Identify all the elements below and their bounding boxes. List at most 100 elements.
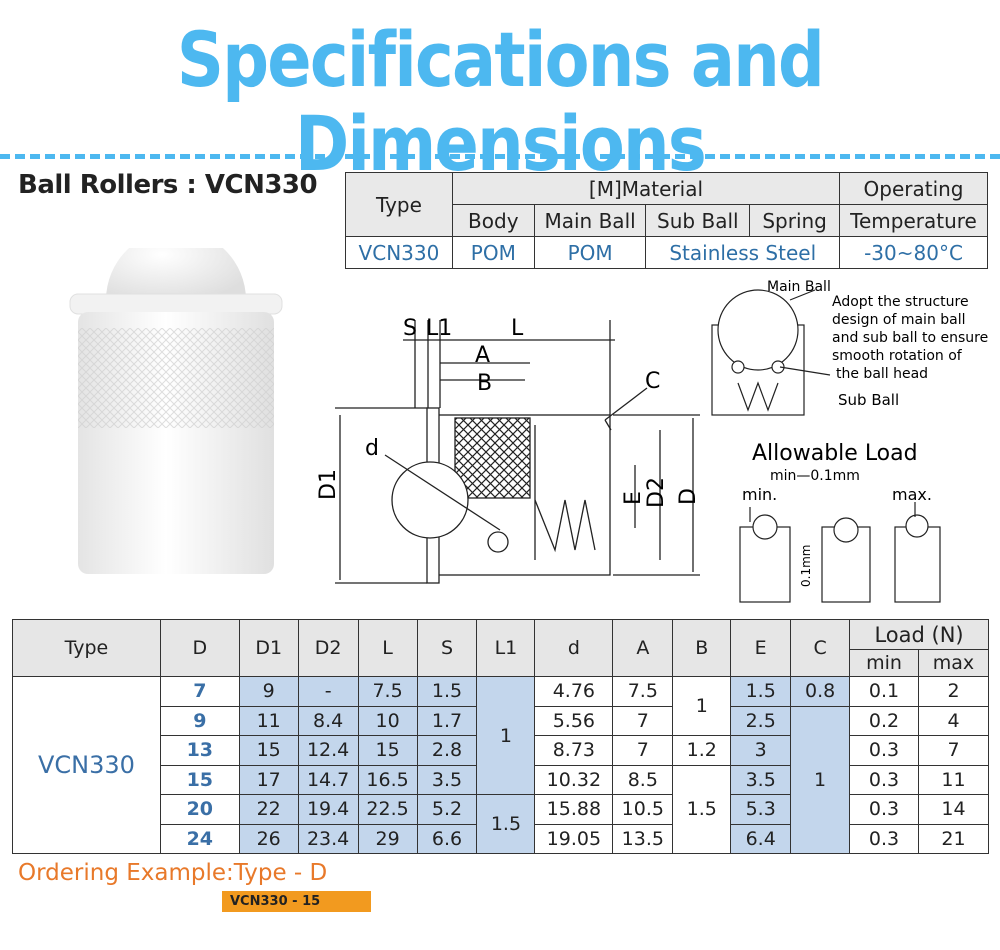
dim-l-header: L: [357, 619, 418, 677]
dim-cell-d: 15: [159, 764, 240, 795]
photo-ball: [106, 248, 246, 300]
dim-cell-d2: 19.4: [297, 794, 359, 825]
spec-main-ball-header: Main Ball: [533, 204, 647, 237]
dim-cell-s: 1.7: [416, 705, 478, 736]
dim-cell-max: 2: [917, 676, 990, 707]
dashed-divider: [0, 154, 1000, 159]
dim-cell-s: 1.5: [416, 676, 478, 707]
label-d-small: d: [365, 436, 379, 461]
dim-cell-max: 14: [917, 794, 990, 825]
dim-cell-d-small: 5.56: [534, 705, 614, 736]
dim-cell-a: 10.5: [612, 794, 674, 825]
dim-cell-d: 20: [159, 794, 240, 825]
dim-cell-min: 0.3: [849, 823, 919, 854]
dim-cell-d1: 9: [238, 676, 299, 707]
dim-cell-e: 6.4: [730, 823, 792, 854]
dim-c-header: C: [790, 619, 851, 677]
dim-type-value: VCN330: [12, 676, 161, 854]
dim-cell-min: 0.1: [849, 676, 919, 707]
dim-b-header: B: [672, 619, 732, 677]
dim-cell-d1: 26: [238, 823, 299, 854]
label-l1: L1: [426, 316, 452, 341]
structure-note-4: smooth rotation of: [832, 348, 963, 364]
dim-cell-min: 0.3: [849, 794, 919, 825]
dim-load-header: Load (N): [849, 619, 989, 650]
dim-cell-d: 24: [159, 823, 240, 854]
dim-d2-header: D2: [297, 619, 359, 677]
label-d2: D2: [644, 477, 669, 508]
dim-cell-l: 7.5: [357, 676, 418, 707]
dim-cell-d-small: 19.05: [534, 823, 614, 854]
page-title: Specifications and Dimensions: [176, 15, 825, 188]
product-heading: Ball Rollers : VCN330: [18, 170, 318, 200]
dim-cell-d2: -: [297, 676, 359, 707]
cross-section-drawing: S L1 L A B C d D1 E D2 D: [316, 316, 700, 584]
spec-temp-header-2: Temperature: [839, 204, 988, 237]
dim-cell-d-small: 8.73: [534, 735, 614, 766]
dim-cell-d: 7: [159, 676, 240, 707]
dim-cell-a: 7: [612, 735, 674, 766]
dim-cell-s: 3.5: [416, 764, 478, 795]
dim-cell-b-merged: 1: [672, 676, 732, 736]
label-l: L: [511, 316, 524, 341]
spec-main-ball-value: POM: [533, 236, 647, 269]
dim-cell-max: 7: [917, 735, 990, 766]
dim-cell-s: 5.2: [416, 794, 478, 825]
dim-cell-max: 21: [917, 823, 990, 854]
dim-cell-l1-merged-2: 1.5: [476, 794, 536, 854]
dim-cell-d: 9: [159, 705, 240, 736]
spec-temp-header-1: Operating: [839, 172, 988, 205]
dim-cell-a: 8.5: [612, 764, 674, 795]
spec-temp-value: -30~80°C: [839, 236, 988, 269]
dim-cell-e: 1.5: [730, 676, 792, 707]
dim-cell-e: 5.3: [730, 794, 792, 825]
dim-cell-d2: 23.4: [297, 823, 359, 854]
structure-note-2: design of main ball: [832, 312, 966, 328]
table-row: VCN330 7 9 - 7.5 1.5 1 4.76 7.5 1 1.5 0.…: [12, 676, 990, 854]
dim-cell-c: 0.8: [790, 676, 851, 707]
table-row: 15 17 14.7 16.5 3.5 10.32 8.5 1.5 3.5 0.…: [13, 764, 990, 854]
ordering-example: Ordering Example:Type - D: [18, 860, 327, 886]
dim-cell-e: 3.5: [730, 764, 792, 795]
dim-cell-d1: 17: [238, 764, 299, 795]
table-row: 9 11 8.4 10 1.7 5.56 7 2.5 1 0.2 4: [13, 705, 990, 854]
dim-cell-e: 3: [730, 735, 792, 766]
dim-cell-l: 15: [357, 735, 418, 766]
table-row: 24 26 23.4 29 6.6 19.05 13.5 6.4 0.3 21: [13, 823, 990, 854]
photo-knurl: [78, 328, 274, 428]
dim-type-header: Type: [12, 619, 161, 677]
photo-flange: [69, 293, 283, 315]
dim-cell-c-merged: 1: [790, 705, 851, 854]
dim-cell-a: 7.5: [612, 676, 674, 707]
dim-cell-d1: 22: [238, 794, 299, 825]
spec-table: Type [M]Material Operating Body Main Bal…: [345, 172, 988, 269]
dim-cell-d-small: 10.32: [534, 764, 614, 795]
dim-cell-l: 29: [357, 823, 418, 854]
spec-body-value: POM: [451, 236, 535, 269]
dim-cell-min: 0.3: [849, 764, 919, 795]
dim-cell-d-small: 15.88: [534, 794, 614, 825]
dim-cell-a: 7: [612, 705, 674, 736]
main-ball-label: Main Ball: [767, 279, 831, 295]
ordering-label: Ordering Example:: [18, 860, 234, 886]
dim-d1-header: D1: [238, 619, 299, 677]
dim-cell-d: 13: [159, 735, 240, 766]
allowable-load-diagram: Allowable Load min—0.1mm min. max. 0.1mm: [739, 441, 941, 603]
label-s: S: [403, 316, 417, 341]
table-row: 13 15 12.4 15 2.8 8.73 7 1.2 3 0.3 7: [13, 735, 990, 766]
product-photo: [69, 248, 283, 574]
dim-cell-b: 1.2: [672, 735, 732, 766]
spec-body-header: Body: [451, 204, 535, 237]
structure-note-3: and sub ball to ensure: [832, 330, 988, 346]
label-c: C: [645, 369, 660, 394]
ordering-example-badge: VCN330 - 15: [222, 891, 371, 912]
dim-cell-d2: 12.4: [297, 735, 359, 766]
dim-cell-s: 6.6: [416, 823, 478, 854]
dim-cell-d2: 8.4: [297, 705, 359, 736]
sub-ball-label: Sub Ball: [838, 391, 899, 409]
dim-cell-a: 13.5: [612, 823, 674, 854]
label-d: D: [676, 488, 700, 505]
spec-sub-spring-value: Stainless Steel: [645, 236, 841, 269]
dim-cell-d1: 11: [238, 705, 299, 736]
dim-a-header: A: [612, 619, 674, 677]
